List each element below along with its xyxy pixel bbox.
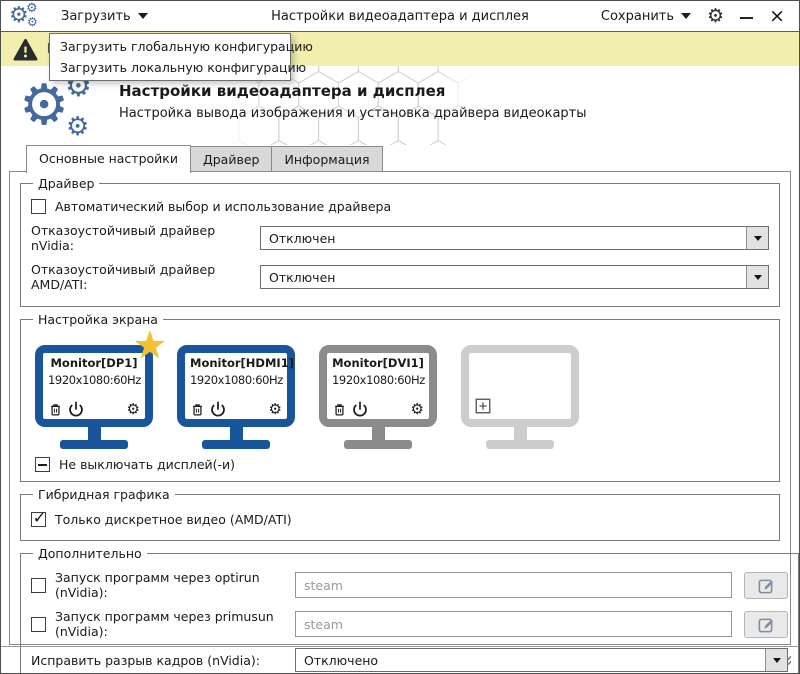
load-menu-popup: Загрузить глобальную конфигурацию Загруз… <box>49 33 313 81</box>
primusun-input[interactable] <box>295 611 732 637</box>
menu-item-load-local[interactable]: Загрузить локальную конфигурацию <box>60 60 307 75</box>
tab-bar: Основные настройки Драйвер Информация <box>26 145 799 173</box>
edit-pencil-icon <box>758 618 773 632</box>
discrete-only-label: Только дискретное видео (AMD/ATI) <box>55 512 292 527</box>
keep-display-on-label: Не выключать дисплей(-и) <box>59 457 236 472</box>
trash-icon[interactable] <box>190 402 205 417</box>
page-header: ⚙⚙⚙ Настройки видеоадаптера и дисплея На… <box>1 66 799 145</box>
primusun-edit-button[interactable] <box>744 610 788 638</box>
amd-failsafe-select[interactable]: Отключен <box>260 265 769 289</box>
power-icon[interactable] <box>68 401 84 417</box>
nvidia-failsafe-value: Отключен <box>269 230 336 246</box>
amd-failsafe-value: Отключен <box>269 269 336 285</box>
tab-driver[interactable]: Драйвер <box>189 146 273 171</box>
trash-icon[interactable] <box>332 402 347 417</box>
driver-group-legend: Драйвер <box>38 176 95 191</box>
keep-display-on-checkbox[interactable] <box>35 457 50 472</box>
tear-fix-label: Исправить разрыв кадров (nVidia): <box>31 652 260 668</box>
load-menu-label: Загрузить <box>61 8 131 24</box>
save-menu-button[interactable]: Сохранить <box>600 5 692 28</box>
app-gears-icon: ⚙⚙⚙ <box>9 1 38 29</box>
power-icon[interactable] <box>352 401 368 417</box>
dropdown-arrow-button[interactable] <box>746 266 768 288</box>
monitor-name: Monitor[DVI1] <box>332 356 424 370</box>
save-menu-label: Сохранить <box>600 8 675 24</box>
hybrid-group: Гибридная графика Только дискретное виде… <box>20 487 780 541</box>
page-title: Настройки видеоадаптера и дисплея <box>119 82 446 100</box>
add-monitor-icon[interactable] <box>474 397 492 415</box>
minimize-button[interactable] <box>740 17 754 19</box>
optirun-label: Запуск программ через optirun (nVidia): <box>55 570 260 600</box>
power-icon[interactable] <box>210 401 226 417</box>
discrete-only-checkbox[interactable] <box>31 512 46 527</box>
warning-triangle-icon <box>13 38 38 60</box>
tear-fix-value: Отключено <box>304 652 379 668</box>
monitor-add-slot[interactable] <box>461 345 579 449</box>
amd-failsafe-label: Отказоустойчивый драйвер AMD/ATI: <box>31 262 216 292</box>
driver-group: Драйвер Автоматический выбор и использов… <box>20 176 780 307</box>
menu-item-load-global[interactable]: Загрузить глобальную конфигурацию <box>60 39 313 54</box>
monitor-card-dvi1[interactable]: ★ Monitor[DVI1] 1920x1080:60Hz ⚙ <box>319 345 437 449</box>
chevron-down-icon <box>753 274 762 280</box>
extra-group-legend: Дополнительно <box>38 546 142 561</box>
tab-information[interactable]: Информация <box>271 146 383 171</box>
tear-fix-select[interactable]: Отключено <box>295 648 788 672</box>
screen-group-legend: Настройка экрана <box>38 312 158 327</box>
nvidia-failsafe-select[interactable]: Отключен <box>260 226 769 250</box>
tab-panel: Драйвер Автоматический выбор и использов… <box>9 171 799 673</box>
extra-group: Дополнительно Запуск программ через opti… <box>20 546 799 673</box>
trash-icon[interactable] <box>48 402 63 417</box>
edit-pencil-icon <box>758 579 773 593</box>
monitor-settings-gear-icon[interactable]: ⚙ <box>126 399 140 418</box>
optirun-edit-button[interactable] <box>744 571 788 599</box>
chevron-down-icon <box>137 13 148 19</box>
monitor-resolution: 1920x1080:60Hz <box>332 373 425 387</box>
monitor-settings-gear-icon[interactable]: ⚙ <box>268 399 282 418</box>
auto-driver-checkbox[interactable] <box>31 199 46 214</box>
screen-group: Настройка экрана ★ Monitor[DP1] 1920x108… <box>20 312 780 482</box>
primary-star-icon: ★ <box>132 323 167 367</box>
primusun-checkbox[interactable] <box>31 616 46 632</box>
chevron-down-icon <box>753 235 762 241</box>
monitor-list: ★ Monitor[DP1] 1920x1080:60Hz ⚙ ★ <box>35 326 771 449</box>
chevron-down-icon <box>772 657 781 663</box>
dropdown-arrow-button[interactable] <box>746 227 768 249</box>
nvidia-failsafe-label: Отказоустойчивый драйвер nVidia: <box>31 223 216 253</box>
monitor-card-dp1[interactable]: ★ Monitor[DP1] 1920x1080:60Hz ⚙ <box>35 326 167 449</box>
chevron-down-icon <box>681 13 692 19</box>
primusun-label: Запуск программ через primusun (nVidia): <box>55 609 274 639</box>
monitor-resolution: 1920x1080:60Hz <box>190 373 283 387</box>
auto-driver-label: Автоматический выбор и использование дра… <box>55 199 392 214</box>
hybrid-group-legend: Гибридная графика <box>38 487 170 502</box>
optirun-checkbox[interactable] <box>31 577 46 593</box>
page-subtitle: Настройка вывода изображения и установка… <box>119 106 587 121</box>
close-button[interactable]: × <box>769 4 785 27</box>
load-menu-button[interactable]: Загрузить <box>55 5 154 28</box>
titlebar: ⚙⚙⚙ Загрузить Настройки видеоадаптера и … <box>1 1 799 32</box>
monitor-settings-gear-icon[interactable]: ⚙ <box>410 399 424 418</box>
dropdown-arrow-button[interactable] <box>765 649 787 671</box>
monitor-name: Monitor[HDMI1] <box>190 356 294 370</box>
settings-gear-button[interactable]: ⚙ <box>707 4 725 27</box>
monitor-card-hdmi1[interactable]: ★ Monitor[HDMI1] 1920x1080:60Hz ⚙ <box>177 345 295 449</box>
tab-main-settings[interactable]: Основные настройки <box>26 145 191 173</box>
monitor-resolution: 1920x1080:60Hz <box>48 373 141 387</box>
optirun-input[interactable] <box>295 572 732 598</box>
monitor-name: Monitor[DP1] <box>50 356 138 370</box>
gears-logo-icon: ⚙⚙⚙ <box>19 69 92 142</box>
